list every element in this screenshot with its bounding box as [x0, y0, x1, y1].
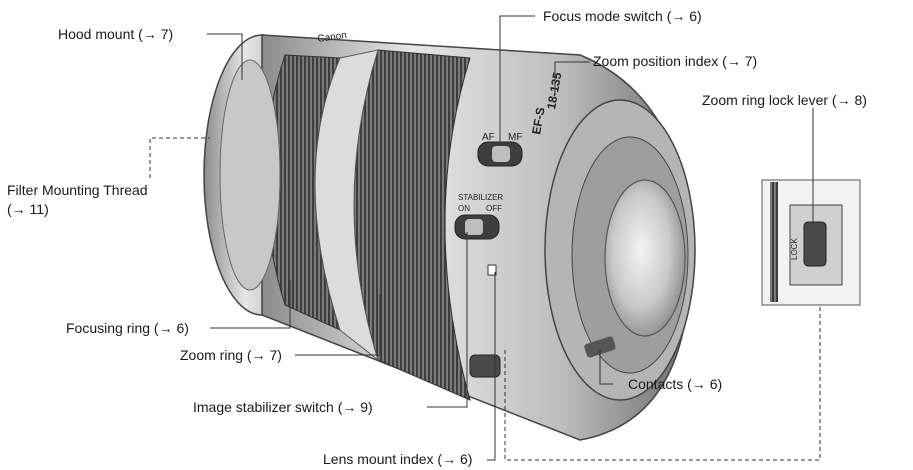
leader-filter-thread — [149, 137, 210, 178]
rear-glass — [604, 179, 686, 337]
callout-filter-thread-line1: Filter Mounting Thread — [7, 182, 148, 198]
callout-zoom-position-index: Zoom position index (→ 7) — [593, 53, 758, 69]
lock-marking: LOCK — [790, 238, 799, 260]
zoom-lock-lever-shape — [469, 354, 501, 378]
on-marking: ON — [458, 204, 470, 213]
callout-focusing-ring: Focusing ring (→ 6) — [66, 320, 189, 336]
leader-hood-mount — [207, 33, 243, 80]
mf-marking: MF — [508, 132, 522, 143]
ef-s-marking: EF-S — [529, 106, 548, 135]
leader-lens-mount-index — [487, 272, 496, 461]
af-marking: AF — [482, 132, 495, 143]
callout-hood-mount: Hood mount (→ 7) — [58, 26, 174, 42]
leader-zoom-ring — [295, 295, 381, 356]
leader-inset-dashed — [504, 305, 821, 461]
callout-filter-thread-line2: (→ 11) — [7, 201, 49, 217]
callout-zoom-ring-lock-lever: Zoom ring lock lever (→ 8) — [702, 92, 867, 108]
contacts-block — [584, 336, 616, 358]
focus-mode-switch-shape — [477, 141, 523, 167]
stabilizer-switch-shape — [454, 214, 500, 240]
focal-marking: 18-135 — [544, 71, 564, 111]
stabilizer-marking: STABILIZER — [458, 193, 503, 202]
lens-mount-index-mark — [487, 264, 497, 276]
leader-contacts — [599, 350, 613, 385]
leader-zoom-position — [554, 61, 590, 95]
front-element — [219, 59, 281, 291]
callout-image-stabilizer-switch: Image stabilizer switch (→ 9) — [193, 399, 373, 415]
off-marking: OFF — [486, 204, 502, 213]
leader-lines — [149, 15, 821, 461]
leader-focus-mode — [499, 15, 535, 145]
lens-body — [203, 34, 696, 441]
callout-lens-mount-index: Lens mount index (→ 6) — [323, 451, 473, 467]
callout-focus-mode-switch: Focus mode switch (→ 6) — [543, 8, 702, 24]
leader-focusing-ring — [210, 280, 291, 329]
brand-marking: Canon — [317, 30, 348, 45]
leader-stabilizer — [427, 232, 468, 408]
silver-band — [314, 49, 379, 362]
callout-contacts: Contacts (→ 6) — [628, 376, 723, 392]
callout-zoom-ring: Zoom ring (→ 7) — [180, 347, 282, 363]
zoom-lock-inset: LOCK — [761, 179, 861, 306]
